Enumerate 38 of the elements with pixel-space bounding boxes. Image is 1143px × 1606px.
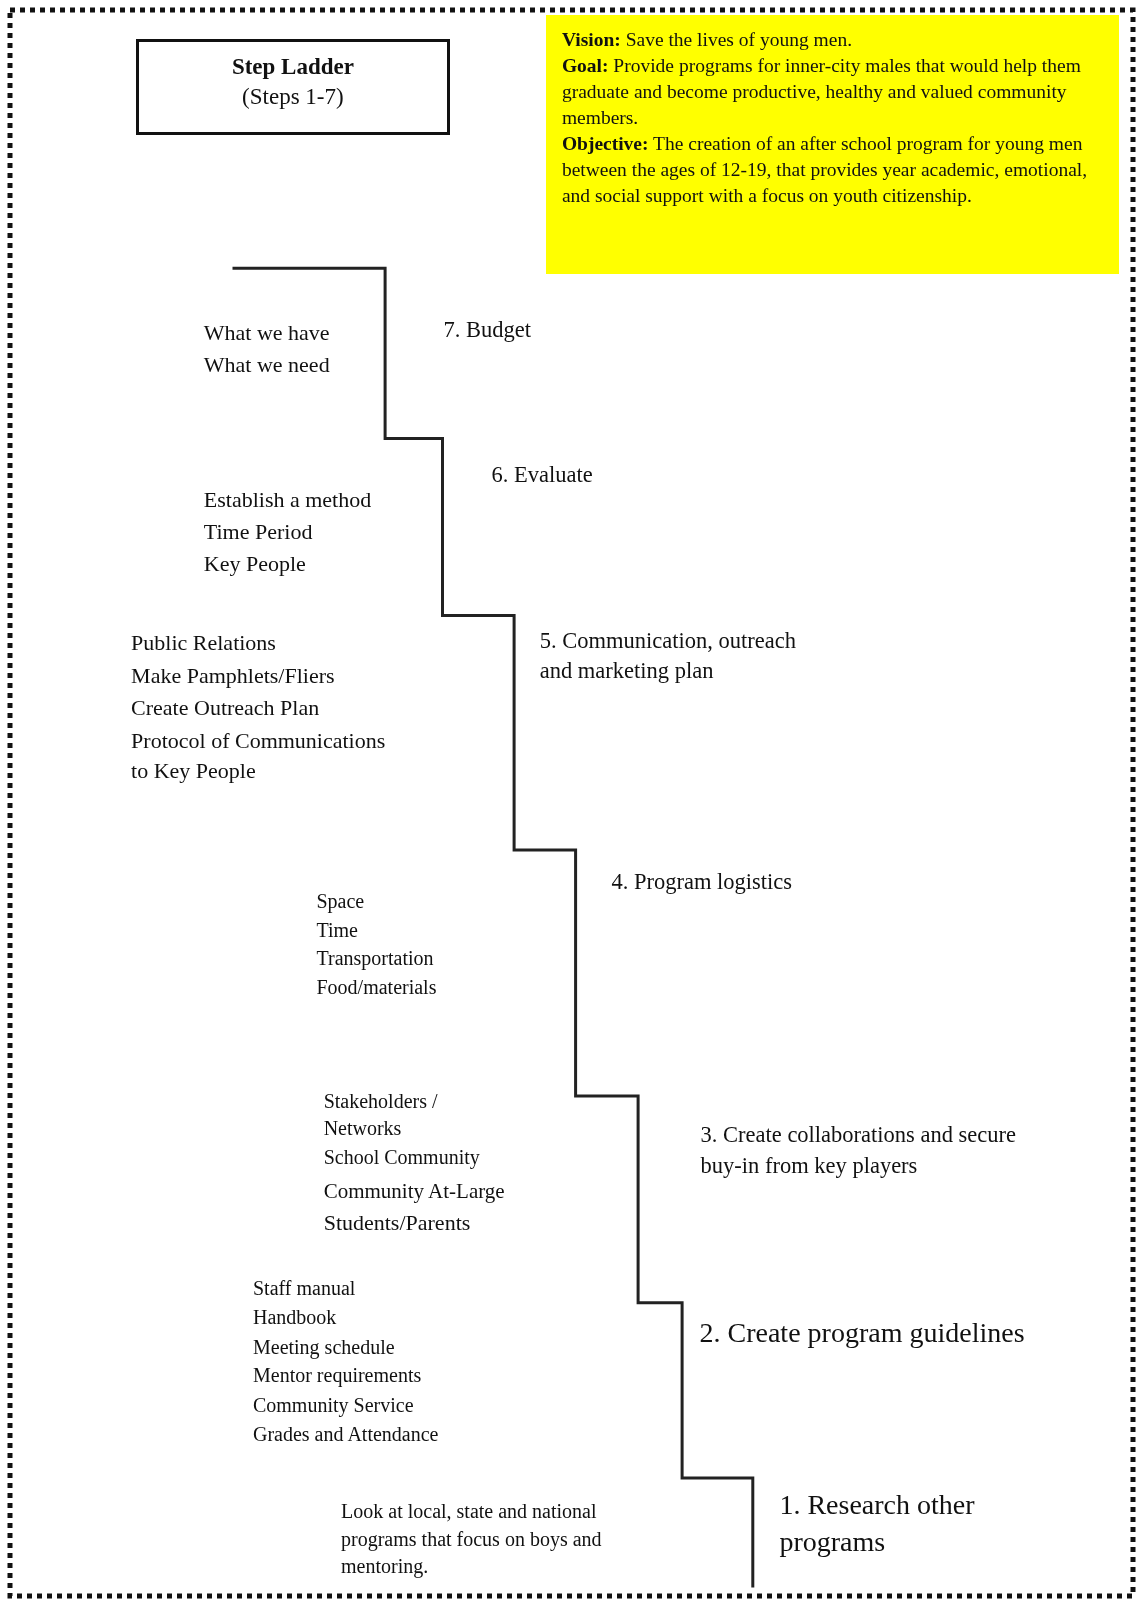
item-text: Establish a method [203, 486, 373, 515]
title-box [136, 38, 450, 136]
info-panel [545, 15, 1120, 275]
step-label: 2. Create program guidelines [699, 1316, 1026, 1351]
item-text: Time [316, 917, 359, 943]
item-text: Create Outreach Plan [131, 694, 321, 723]
title-text: Step Ladder [230, 52, 355, 81]
subtitle-text: (Steps 1-7) [241, 82, 345, 111]
item-text: What we need [203, 351, 331, 380]
statement-text: Goal: Provide programs for inner-city males that would help them graduate and become productive, healthy and valued community members. [561, 54, 1082, 131]
item-text: Mentor requirements [252, 1363, 423, 1389]
item-text: Community Service [252, 1392, 415, 1419]
item-text: Food/materials [316, 975, 438, 1000]
item-text: Key People [203, 549, 307, 578]
step-label: 1. Research other programs [779, 1488, 976, 1559]
item-text: Time Period [203, 518, 314, 547]
item-text: Public Relations [131, 628, 277, 657]
item-text: What we have [203, 318, 331, 347]
item-text: Community At-Large [323, 1177, 506, 1205]
statement-text: Vision: Save the lives of young men. [561, 28, 853, 53]
step-label: 5. Communication, outreach and marketing plan [539, 626, 797, 686]
item-text: Space [316, 888, 366, 915]
item-text: Students/Parents [323, 1208, 472, 1237]
item-text: School Community [323, 1145, 481, 1171]
item-text: Handbook [252, 1304, 338, 1330]
step-label: 4. Program logistics [611, 868, 794, 897]
step-label: 7. Budget [443, 316, 532, 345]
step-label: 3. Create collaborations and secure buy-in from key players [700, 1121, 1018, 1181]
item-text: Meeting schedule [252, 1334, 396, 1361]
item-text: Stakeholders / Networks [323, 1088, 439, 1141]
statement-text: Objective: The creation of an after school program for young men between the ages of 12-19, that provides year academic, emotional, and social support with a focus on youth citizenship. [561, 132, 1089, 208]
step-label: 6. Evaluate [491, 460, 594, 489]
item-text: Transportation [316, 946, 435, 972]
item-text: Make Pamphlets/Fliers [131, 661, 336, 690]
item-text: Protocol of Communications to Key People [131, 727, 387, 786]
description-text: Look at local, state and national programs that focus on boys and mentoring. [341, 1499, 603, 1580]
item-text: Grades and Attendance [252, 1421, 440, 1447]
item-text: Staff manual [252, 1276, 357, 1302]
